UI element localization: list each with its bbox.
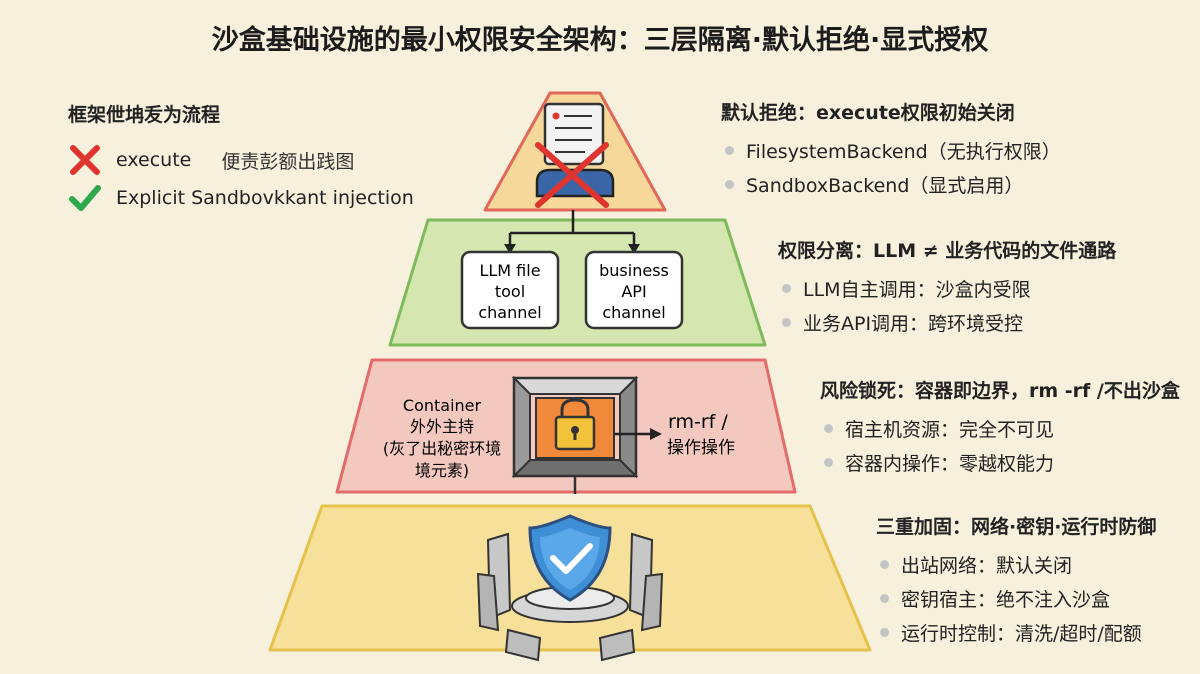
legend-title: 框架伳㘱叐为流程 [68, 104, 221, 126]
legend: 框架伳㘱叐为流程 execute 便责彭额出践图 Explicit Sandbo… [68, 100, 414, 217]
check-mark-icon [69, 185, 101, 211]
rm-label-line: rm-rf / [668, 411, 728, 433]
panel-permission-separation: 权限分离：LLM ≠ 业务代码的文件通路 LLM自主调用：沙盒内受限 业务API… [778, 236, 1116, 339]
panel-bullet: 密钥宿主：绝不注入沙盒 [876, 581, 1156, 615]
panel-heading: 默认拒绝：execute权限初始关闭 [721, 102, 1015, 124]
panel-default-deny: 默认拒绝：execute权限初始关闭 FilesystemBackend（无执行… [721, 98, 1061, 201]
llm-channel-box [460, 250, 560, 330]
panel-risk-lockdown: 风险锁死：容器即边界，rm -rf /不出沙盒 宿主机资源：完全不可见 容器内操… [820, 376, 1180, 479]
page-title: 沙盒基础设施的最小权限安全架构：三层隔离·默认拒绝·显式授权 [211, 25, 989, 56]
llm-channel-line: channel [478, 303, 541, 322]
panel-bullet: LLM自主调用：沙盒内受限 [778, 271, 1116, 305]
legend-label: execute [116, 149, 192, 171]
legend-label: Explicit Sandbovkkant injection [116, 187, 414, 209]
panel-heading: 三重加固：网络·密钥·运行时防御 [876, 516, 1157, 538]
split-arrow-icon [504, 210, 640, 254]
api-channel-line: API [621, 282, 646, 301]
panel-bullet: FilesystemBackend（无执行权限） [721, 133, 1061, 167]
api-channel-box [584, 250, 684, 330]
panel-bullet: 容器内操作：零越权能力 [820, 445, 1180, 479]
ring-wall-icon [476, 532, 664, 662]
panel-triple-hardening: 三重加固：网络·密钥·运行时防御 出站网络：默认关闭 密钥宿主：绝不注入沙盒 运… [876, 512, 1156, 649]
shield-check-icon [528, 514, 612, 602]
panel-heading: 风险锁死：容器即边界，rm -rf /不出沙盒 [820, 380, 1180, 402]
panel-bullet: 业务API调用：跨环境受控 [778, 305, 1116, 339]
llm-channel-line: LLM file [479, 261, 540, 280]
legend-note: 便责彭额出践图 [221, 150, 355, 173]
x-mark-icon [70, 145, 100, 175]
llm-channel-line: tool [495, 282, 525, 301]
api-channel-line: business [599, 261, 669, 280]
container-label-line: 境元素) [415, 461, 469, 480]
panel-bullet: 出站网络：默认关闭 [876, 547, 1156, 581]
deny-cross-icon [535, 142, 609, 208]
container-box-icon [511, 375, 639, 479]
panel-bullet: 宿主机资源：完全不可见 [820, 411, 1180, 445]
document-user-icon [535, 102, 615, 198]
arrow-right-icon [614, 428, 662, 440]
tier-2-permission-separation [388, 218, 767, 347]
container-label-line: 外外主持 [410, 417, 474, 436]
legend-item-injection: Explicit Sandbovkkant injection [68, 179, 414, 217]
container-label-line: (灰了出秘密环境 [383, 439, 501, 458]
padlock-icon [554, 398, 596, 451]
panel-heading: 权限分离：LLM ≠ 业务代码的文件通路 [778, 240, 1117, 262]
api-channel-line: channel [602, 303, 665, 322]
legend-item-execute: execute 便责彭额出践图 [68, 141, 414, 179]
rm-label-line: 操作操作 [667, 438, 735, 458]
container-label-line: Container [403, 396, 482, 415]
panel-bullet: 运行时控制：清洗/超时/配额 [876, 615, 1156, 649]
panel-bullet: SandboxBackend（显式启用） [721, 167, 1061, 201]
